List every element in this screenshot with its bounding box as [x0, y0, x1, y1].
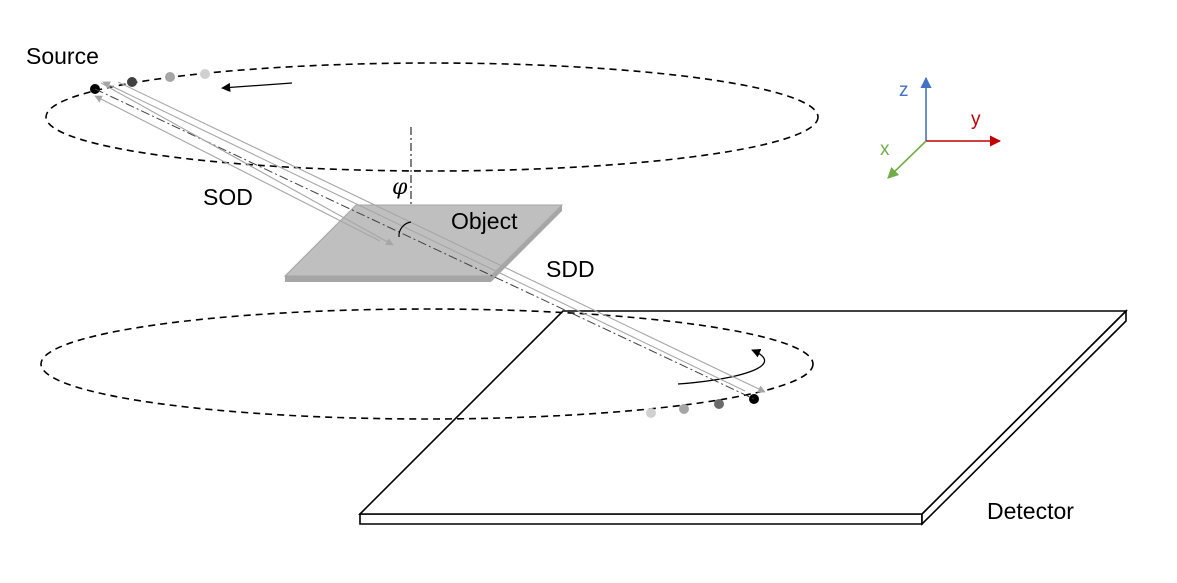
detector-trail-point: [646, 408, 656, 418]
z-axis-label: z: [899, 80, 909, 101]
detector-rotation-arrow: [677, 348, 766, 385]
detector-label: Detector: [987, 498, 1074, 524]
tilt-angle-label: φ: [392, 175, 408, 200]
detector-point: [749, 394, 759, 404]
sod-dimension-arrow: [100, 82, 394, 246]
source-trail-point: [200, 69, 210, 79]
object-label: Object: [451, 208, 518, 234]
central-ray: [94, 88, 755, 400]
x-axis-arrow: [887, 140, 927, 179]
object-plate-side: [491, 205, 562, 282]
detector-front-edge: [359, 513, 923, 525]
source-rotation-arrow: [221, 82, 293, 92]
detector-trail-point: [679, 404, 689, 414]
source-trail-point: [165, 72, 175, 82]
sod-label: SOD: [203, 184, 253, 210]
detector-orbit: [40, 308, 814, 420]
y-axis-label: y: [971, 109, 981, 130]
detector-plate: [358, 310, 1128, 515]
object-plate: [283, 204, 564, 277]
x-axis-label: x: [880, 139, 890, 160]
source-label: Source: [26, 43, 99, 69]
detector-trail-point: [714, 399, 724, 409]
sod-dimension-arrow: [94, 95, 381, 242]
object-plate-edge: [285, 276, 491, 282]
source-orbit: [45, 62, 819, 172]
sdd-dimension-arrow: [117, 81, 766, 393]
source-trail-point: [127, 77, 137, 87]
sdd-dimension-arrow: [102, 81, 746, 392]
tilt-angle-arc: [398, 221, 412, 238]
sdd-label: SDD: [546, 256, 595, 282]
